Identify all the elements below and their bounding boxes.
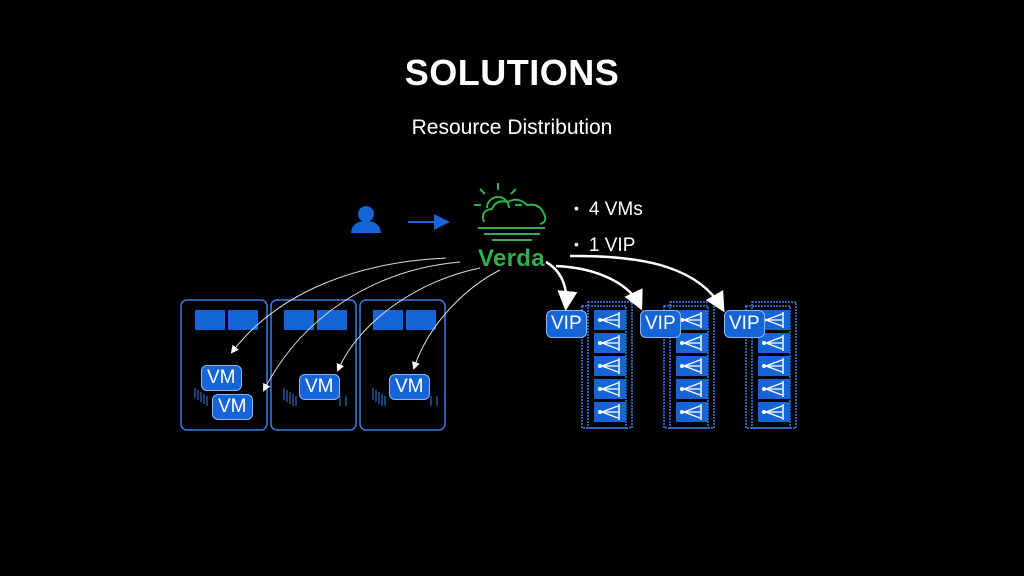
vip-badge: VIP [640, 310, 681, 338]
vip-assignment-arrow [545, 260, 578, 311]
load-balancer-icon [758, 333, 790, 353]
load-balancer-icon [594, 356, 626, 376]
vm-badge: VM [201, 365, 242, 391]
vip-badge: VIP [724, 310, 765, 338]
load-balancer-icon [676, 356, 708, 376]
vm-assignment-arrow [412, 269, 501, 370]
slide-title: SOLUTIONS [404, 52, 620, 93]
host-box [359, 299, 446, 431]
load-balancer-icon [758, 356, 790, 376]
vm-assignment-arrow [263, 261, 461, 392]
load-balancer-icon [676, 310, 708, 330]
load-balancer-icon [676, 379, 708, 399]
bullet-item: 4 VMs [574, 192, 643, 228]
vm-badge: VM [212, 394, 253, 420]
load-balancer-icon [758, 310, 790, 330]
user-icon [351, 206, 381, 233]
load-balancer-stack [745, 301, 797, 429]
vm-assignment-arrow [336, 267, 481, 372]
vm-badge: VM [299, 374, 340, 400]
sun-cloud-icon [474, 183, 547, 241]
load-balancer-icon [594, 379, 626, 399]
load-balancer-stack [663, 301, 715, 429]
load-balancer-icon [676, 402, 708, 422]
load-balancer-icon [758, 402, 790, 422]
load-balancer-icon [594, 310, 626, 330]
load-balancer-stack [581, 301, 633, 429]
vip-badge: VIP [546, 310, 587, 338]
vip-assignment-arrow [555, 264, 643, 311]
host-box [180, 299, 268, 431]
bullet-item: 1 VIP [574, 228, 643, 264]
host-box [270, 299, 357, 431]
slide-subtitle: Resource Distribution [411, 116, 613, 139]
load-balancer-icon [758, 379, 790, 399]
bullet-list: 4 VMs 1 VIP [574, 192, 643, 264]
verda-logo-text: Verda [478, 245, 545, 272]
load-balancer-icon [676, 333, 708, 353]
load-balancer-icon [594, 402, 626, 422]
load-balancer-icon [594, 333, 626, 353]
vm-assignment-arrow [230, 257, 447, 354]
vm-badge: VM [389, 374, 430, 400]
